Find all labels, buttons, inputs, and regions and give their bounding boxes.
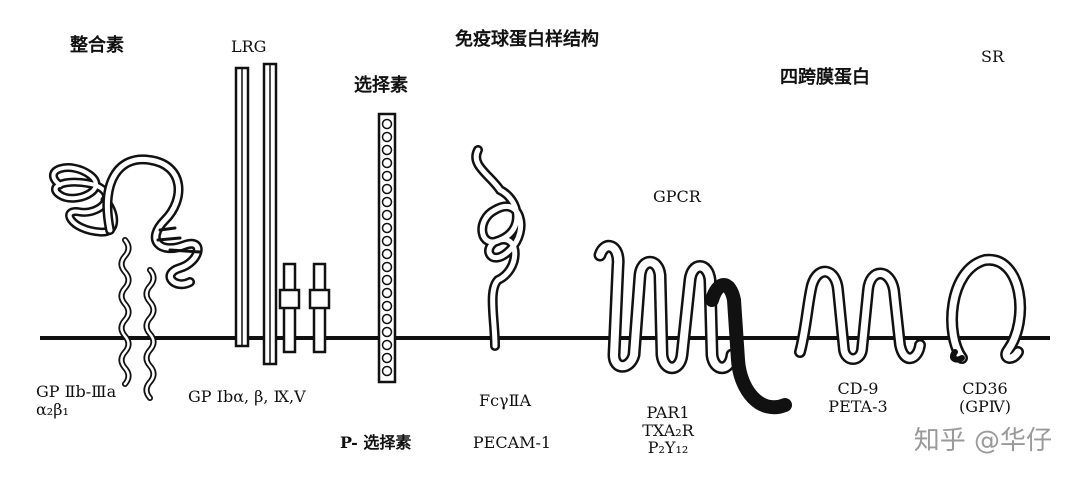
label-integrin: GP Ⅱb-Ⅲa α₂β₁ [36, 383, 116, 418]
label-integrin-2: α₂β₁ [36, 399, 69, 419]
label-gpcr-1: PAR1 [646, 403, 690, 422]
heading-gpcr: GPCR [653, 187, 701, 206]
selectin-bead [381, 196, 393, 208]
selectin-bead [381, 365, 393, 377]
selectin-bead [381, 235, 393, 247]
label-lrg: GP Ⅰbα, β, Ⅸ,Ⅴ [188, 387, 306, 406]
label-ig-2: PECAM-1 [472, 433, 552, 452]
selectin-bead [381, 352, 393, 364]
label-gpcr-2: TXA₂R [642, 420, 694, 440]
heading-ig-like: 免疫球蛋白样结构 [455, 29, 599, 50]
gpcr-structure [593, 239, 792, 415]
heading-selectin: 选择素 [354, 75, 408, 96]
selectin-bead [381, 183, 393, 195]
selectin-bead [381, 118, 393, 130]
selectin-bead [381, 326, 393, 338]
selectin-bead [381, 261, 393, 273]
selectin-bead [381, 300, 393, 312]
selectin-bead [381, 274, 393, 286]
heading-sr: SR [981, 47, 1005, 66]
selectin-bead [381, 170, 393, 182]
label-gpcr: PAR1 TXA₂R P₂Y₁₂ [642, 404, 694, 457]
selectin-bead [381, 339, 393, 351]
label-tetra-2: PETA-3 [828, 396, 888, 416]
label-tetra-1: CD-9 [837, 379, 879, 398]
selectin-bead [381, 287, 393, 299]
label-tetraspanin: CD-9 PETA-3 [828, 380, 887, 415]
label-sr: CD36 (GPⅣ) [959, 380, 1011, 415]
heading-tetraspanin: 四跨膜蛋白 [780, 67, 870, 88]
heading-integrin: 整合素 [70, 35, 124, 56]
selectin-bead [381, 313, 393, 325]
selectin-bead [381, 248, 393, 260]
selectin-bead [381, 131, 393, 143]
integrin-structure [49, 154, 203, 401]
tetraspanin-structure [794, 265, 926, 365]
heading-lrg: LRG [231, 37, 267, 56]
selectin-bead [381, 222, 393, 234]
label-ig-1: FcγⅡA [478, 391, 532, 410]
selectin-bead [381, 157, 393, 169]
label-integrin-1: GP Ⅱb-Ⅲa [36, 382, 117, 401]
lrg-rods [234, 62, 331, 366]
watermark: 知乎 @华仔 [913, 426, 1052, 456]
label-sr-1: CD36 [962, 379, 1008, 398]
ig-like-coil [471, 145, 526, 351]
selectin-bead [381, 209, 393, 221]
selectin-rod [377, 112, 397, 384]
sr-structure [946, 253, 1027, 364]
selectin-bead [381, 144, 393, 156]
label-sr-2: (GPⅣ) [958, 396, 1012, 416]
label-gpcr-3: P₂Y₁₂ [647, 438, 689, 458]
label-selectin: P- 选择素 [340, 433, 412, 452]
